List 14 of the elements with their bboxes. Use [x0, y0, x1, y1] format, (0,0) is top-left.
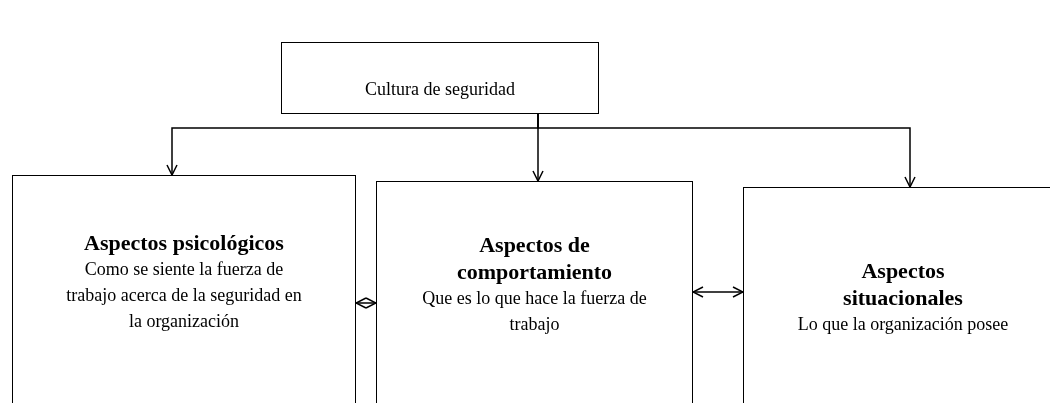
heading-text: Aspectos psicológicos: [83, 229, 285, 256]
arrow: [355, 297, 377, 309]
text-box: [12, 175, 356, 403]
description-text: Como se siente la fuerza de trabajo acerca de la seguridad en la organización: [65, 258, 303, 333]
arrow: [537, 113, 916, 188]
text-box: [376, 181, 693, 403]
text-box: [281, 42, 599, 114]
title-text: Cultura de seguridad: [364, 78, 516, 101]
heading-text: Aspectos situacionales: [842, 257, 964, 311]
heading-text: Aspectos de comportamiento: [455, 231, 614, 285]
description-text: Que es lo que hace la fuerza de trabajo: [421, 287, 648, 336]
text-box: [743, 187, 1050, 403]
description-text: Lo que la organización posee: [796, 313, 1010, 336]
arrow: [692, 286, 744, 298]
